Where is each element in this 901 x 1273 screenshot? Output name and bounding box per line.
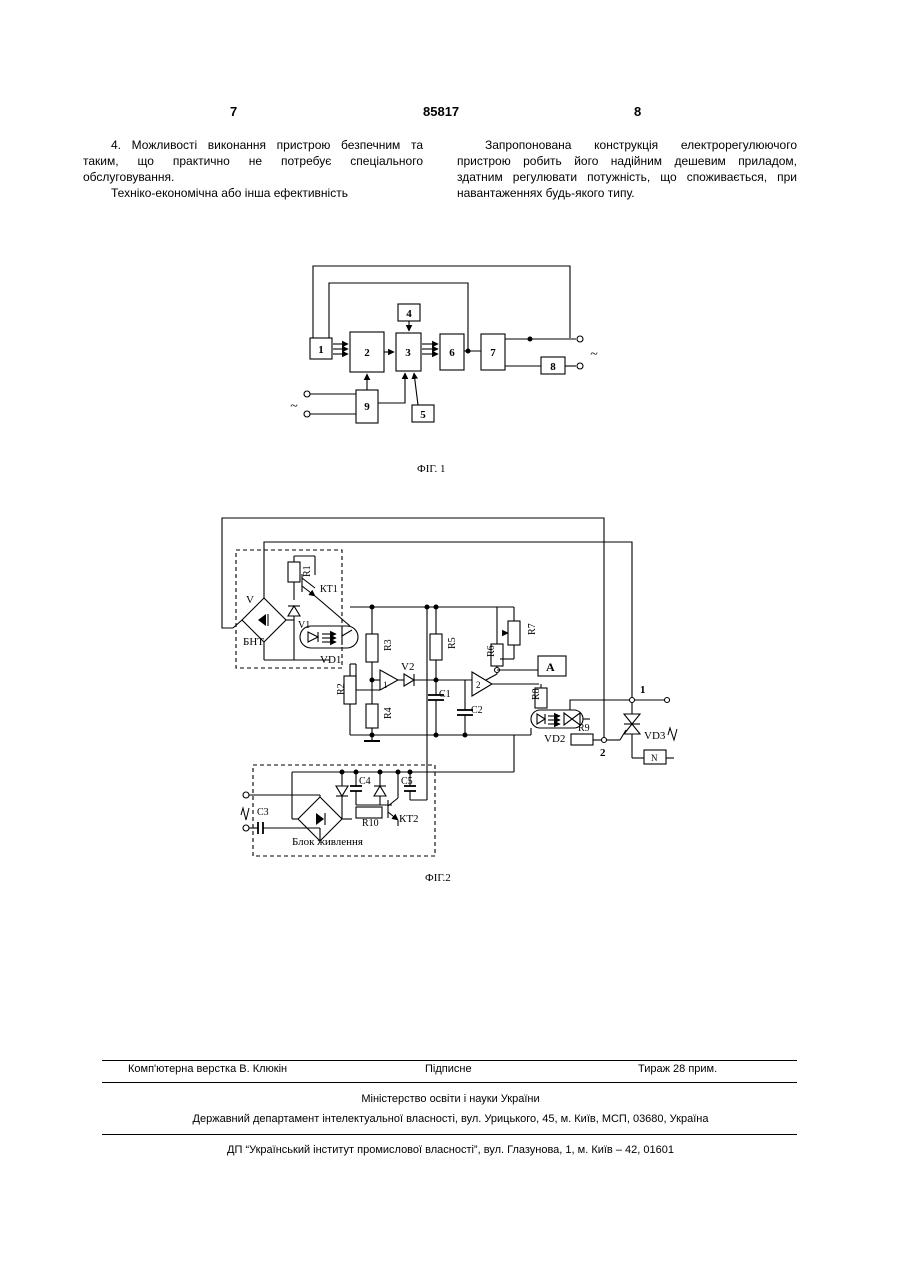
label-node-2: 2 (600, 747, 606, 759)
waveform-input-icon (241, 808, 249, 820)
resistor-r9 (571, 734, 593, 745)
label-block-3: 3 (405, 347, 411, 359)
fig1-labels: 1 2 3 4 5 6 7 8 9 ~ ~ (290, 308, 598, 421)
label-kt1: КТ1 (320, 584, 338, 595)
label-kt2: КТ2 (399, 813, 419, 825)
label-r2: R2 (336, 683, 347, 695)
label-r1: R1 (302, 565, 313, 577)
ac-symbol-input: ~ (290, 399, 298, 414)
footer-rule-bottom (102, 1134, 797, 1135)
label-r4: R4 (383, 707, 394, 719)
resistor-r7 (508, 621, 520, 645)
department-line: Державний департамент інтелектуальної вл… (0, 1113, 901, 1125)
ac-symbol-output: ~ (590, 347, 598, 362)
label-c3: C3 (257, 807, 269, 818)
label-block-7: 7 (490, 347, 496, 359)
footer-rule-middle (102, 1082, 797, 1083)
label-opamp-2: 2 (476, 680, 481, 690)
resistor-r3 (366, 634, 378, 662)
label-n: N (651, 753, 658, 763)
label-r9: R9 (578, 723, 590, 734)
label-a: A (546, 660, 555, 674)
label-c2: C2 (471, 705, 483, 716)
resistor-r1 (288, 562, 300, 582)
label-node-1: 1 (640, 684, 646, 696)
label-c5: C5 (401, 776, 413, 787)
label-vd3: VD3 (644, 730, 666, 742)
label-vd2: VD2 (544, 733, 565, 745)
ministry-line: Міністерство освіти і науки України (0, 1093, 901, 1105)
label-block-4: 4 (406, 308, 412, 320)
typesetting-credit: Комп'ютерна верстка В. Клюкін (128, 1063, 287, 1075)
label-r10: R10 (362, 818, 379, 829)
label-opamp-1: 1 (383, 680, 388, 690)
fig1-caption: ФІГ. 1 (417, 463, 445, 475)
waveform-icons (241, 728, 677, 820)
label-r8: R8 (531, 688, 542, 700)
label-block-2: 2 (364, 347, 370, 359)
resistor-r10 (356, 807, 382, 818)
bnt-box (236, 550, 342, 668)
label-vd1: VD1 (320, 654, 341, 666)
fig2-labels: V БНТ R1 КТ1 V1 VD1 R2 R3 R4 R5 R6 R7 R8… (243, 565, 666, 848)
label-block-5: 5 (420, 409, 426, 421)
label-r5: R5 (447, 637, 458, 649)
label-r7: R7 (527, 623, 538, 635)
label-v1: V1 (298, 620, 310, 631)
label-c1: C1 (439, 689, 451, 700)
label-v2: V2 (401, 661, 414, 673)
resistor-r4 (366, 704, 378, 728)
label-r3: R3 (383, 639, 394, 651)
label-c4: C4 (359, 776, 371, 787)
label-block-9: 9 (364, 401, 370, 413)
fig2-caption: ФІГ.2 (425, 872, 451, 884)
fig1-block-diagram (304, 266, 583, 423)
signed-note: Підписне (425, 1063, 472, 1075)
circulation-note: Тираж 28 прим. (638, 1063, 717, 1075)
label-block-6: 6 (449, 347, 455, 359)
footer-rule-top (102, 1060, 797, 1061)
resistor-r5 (430, 634, 442, 660)
label-power-block: Блок живлення (292, 836, 363, 848)
label-block-1: 1 (318, 344, 324, 356)
label-v: V (246, 594, 254, 606)
label-block-8: 8 (550, 361, 556, 373)
institute-line: ДП “Український інститут промислової вла… (0, 1144, 901, 1156)
label-r6: R6 (486, 645, 497, 657)
waveform-output-icon (668, 728, 677, 740)
label-bnt: БНТ (243, 636, 264, 648)
fig2-circuit (222, 518, 674, 856)
